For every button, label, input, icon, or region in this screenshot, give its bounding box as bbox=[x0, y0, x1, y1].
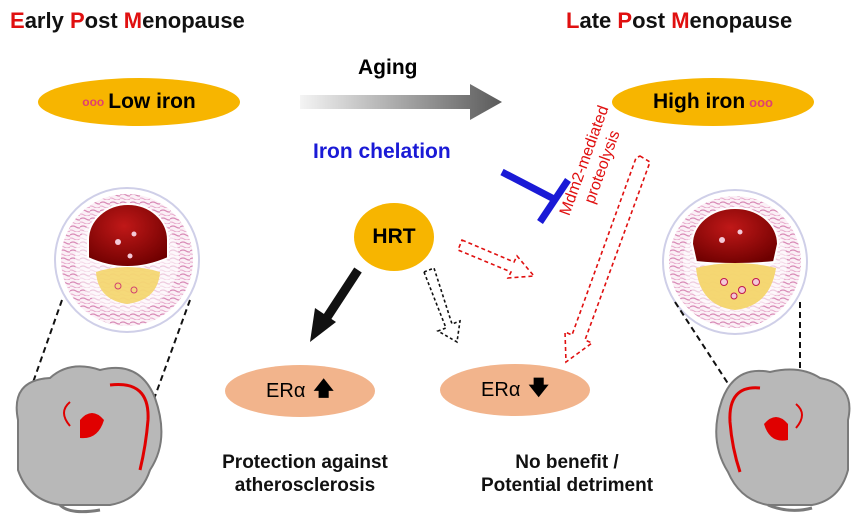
black-dashed-hollow-arrow bbox=[422, 266, 461, 344]
low-iron-label: Low iron bbox=[108, 90, 196, 113]
er-alpha-down-oval: ERα 🡇 bbox=[440, 364, 590, 416]
hrt-label: HRT bbox=[372, 225, 416, 248]
iron-particles-icon: ooo bbox=[82, 95, 105, 109]
mouse-right bbox=[715, 368, 851, 512]
er-alpha-up-oval: ERα 🡅 bbox=[225, 365, 375, 417]
mouse-left bbox=[15, 365, 163, 514]
outcome-protection-line1: Protection against bbox=[222, 452, 388, 473]
er-alpha-down-label: ERα bbox=[481, 378, 521, 401]
outcome-no-benefit: No benefit / Potential detriment bbox=[452, 451, 682, 497]
iron-chelation-label: Iron chelation bbox=[313, 140, 451, 163]
red-dashed-arrow-mdm2 bbox=[564, 155, 651, 364]
red-dashed-arrow-hrt bbox=[456, 238, 536, 279]
er-alpha-up-label: ERα bbox=[266, 379, 306, 402]
artery-cross-section-right bbox=[662, 189, 808, 335]
black-solid-arrow bbox=[310, 267, 362, 342]
aging-label: Aging bbox=[358, 56, 418, 79]
arrow-up-icon: 🡅 bbox=[313, 378, 334, 400]
outcome-no-benefit-line1: No benefit / bbox=[515, 452, 619, 473]
outcome-protection-line2: atherosclerosis bbox=[234, 475, 376, 496]
arrow-down-icon: 🡇 bbox=[528, 377, 549, 399]
late-post-menopause-title: Late Post Menopause bbox=[566, 8, 793, 33]
aging-arrow bbox=[300, 84, 502, 120]
low-iron-oval: ooo Low iron bbox=[38, 78, 240, 126]
early-post-menopause-title: Early Post Menopause bbox=[10, 8, 245, 33]
outcome-no-benefit-line2: Potential detriment bbox=[480, 475, 654, 496]
artery-cross-section-left bbox=[54, 187, 200, 333]
hrt-circle: HRT bbox=[354, 203, 434, 271]
iron-particles-icon: ooo bbox=[749, 94, 773, 110]
iron-chelation-inhibitor bbox=[500, 168, 571, 224]
high-iron-oval: High iron ooo bbox=[612, 78, 814, 126]
outcome-protection: Protection against atherosclerosis bbox=[190, 451, 420, 497]
high-iron-label: High iron bbox=[653, 90, 746, 113]
